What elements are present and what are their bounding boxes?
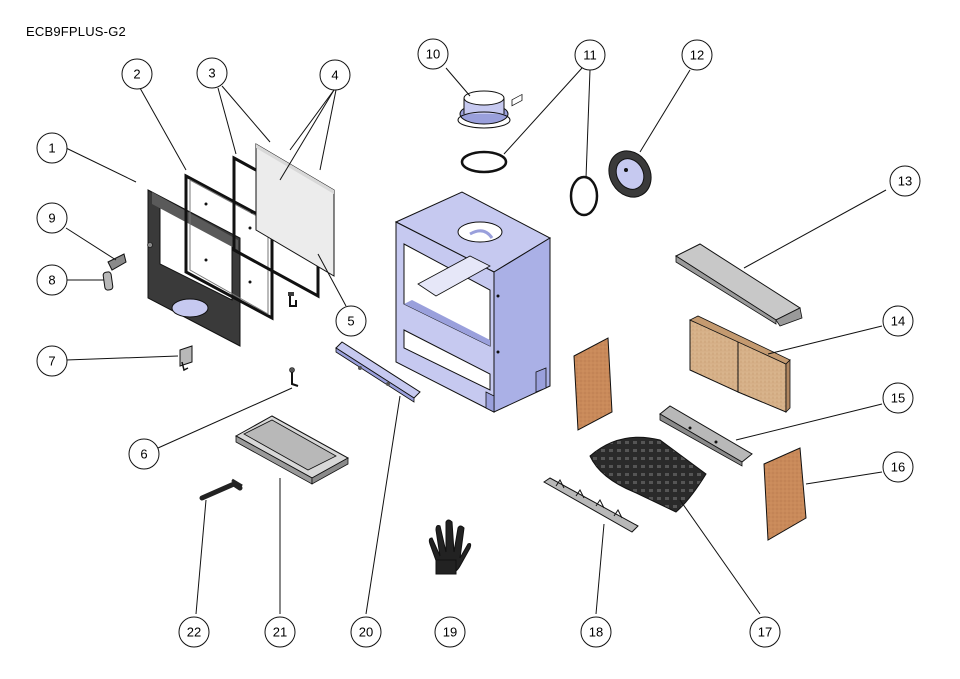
leader-2 [139,87,187,171]
callout-label: 6 [140,447,147,462]
callout-label: 20 [359,625,373,640]
leader-11b [585,69,591,179]
callout-15: 15 [882,382,914,414]
callout-18: 18 [580,616,612,648]
leader-20 [365,395,401,615]
callout-9: 9 [36,202,68,234]
callout-8: 8 [36,264,68,296]
callout-label: 2 [133,67,140,82]
model-code-title: ECB9FPLUS-G2 [26,24,126,39]
leader-22 [195,499,207,615]
callout-label: 19 [443,625,457,640]
callout-label: 18 [589,625,603,640]
leader-14 [767,325,883,355]
part-baffle-plate [674,243,803,327]
leader-lines [65,67,887,615]
part-flue-collar [457,90,511,129]
part-grate [589,436,707,513]
part-ash-pan-tool [199,478,243,501]
leader-3a [217,87,237,155]
leader-16 [805,471,883,485]
leader-18 [595,523,605,615]
callout-label: 7 [48,354,55,369]
leader-10 [445,67,471,97]
part-fuel-retainer-bar [543,477,639,533]
callout-label: 4 [331,68,338,83]
leader-3b [221,85,271,143]
part-door-catch [289,367,299,387]
part-door-glass-gasket [184,173,274,321]
part-blanking-plate [608,150,652,198]
leader-4b [279,89,335,181]
callout-label: 5 [347,314,354,329]
callout-10: 10 [417,38,449,70]
callout-3: 3 [196,57,228,89]
callout-12: 12 [681,39,713,71]
callout-14: 14 [882,305,914,337]
part-door-glass [255,143,335,277]
part-door-handle [102,253,127,291]
callout-11: 11 [574,39,606,71]
callout-label: 9 [48,211,55,226]
callout-22: 22 [178,616,210,648]
callout-label: 8 [48,273,55,288]
stove-body [394,93,552,413]
leader-12 [639,69,691,153]
callouts: 1 2 3 4 5 6 7 8 9 10 11 12 13 14 15 16 1… [36,38,921,648]
leader-1 [65,147,137,183]
callout-19: 19 [434,616,466,648]
leader-11a [503,67,583,155]
callout-label: 1 [48,141,55,156]
leader-7 [65,355,179,361]
callout-label: 14 [891,314,905,329]
leader-4a [289,89,335,151]
part-side-brick-right [763,447,807,541]
leader-4c [319,89,337,171]
callout-1: 1 [36,132,68,164]
callout-label: 13 [898,174,912,189]
part-air-control-bar [335,341,421,403]
callout-17: 17 [749,616,781,648]
callout-label: 16 [891,460,905,475]
callout-13: 13 [889,165,921,197]
callout-5: 5 [335,305,367,337]
part-grate-support [659,405,753,467]
callout-7: 7 [36,345,68,377]
leader-17 [679,499,761,615]
leader-15 [735,403,883,441]
part-flue-seal [460,150,599,217]
leader-5 [317,253,347,307]
callout-20: 20 [350,616,382,648]
callout-label: 17 [758,625,772,640]
callout-label: 11 [583,48,597,63]
part-ash-pan [234,415,350,485]
callout-label: 3 [208,66,215,81]
part-glass-clip [288,292,297,307]
callout-2: 2 [121,58,153,90]
callout-label: 21 [273,625,287,640]
part-rear-brick [689,315,791,413]
leader-13 [743,189,887,269]
part-side-brick-left [573,337,613,431]
callout-4: 4 [319,59,351,91]
leader-6 [157,387,293,449]
callout-label: 22 [187,625,201,640]
callout-label: 15 [891,391,905,406]
callout-6: 6 [128,438,160,470]
part-hinge [179,345,193,372]
part-door-frame [147,189,241,347]
callout-label: 12 [690,48,704,63]
part-glove [428,519,472,575]
callout-21: 21 [264,616,296,648]
callout-label: 10 [426,47,440,62]
callout-16: 16 [882,451,914,483]
leader-9 [65,227,117,261]
